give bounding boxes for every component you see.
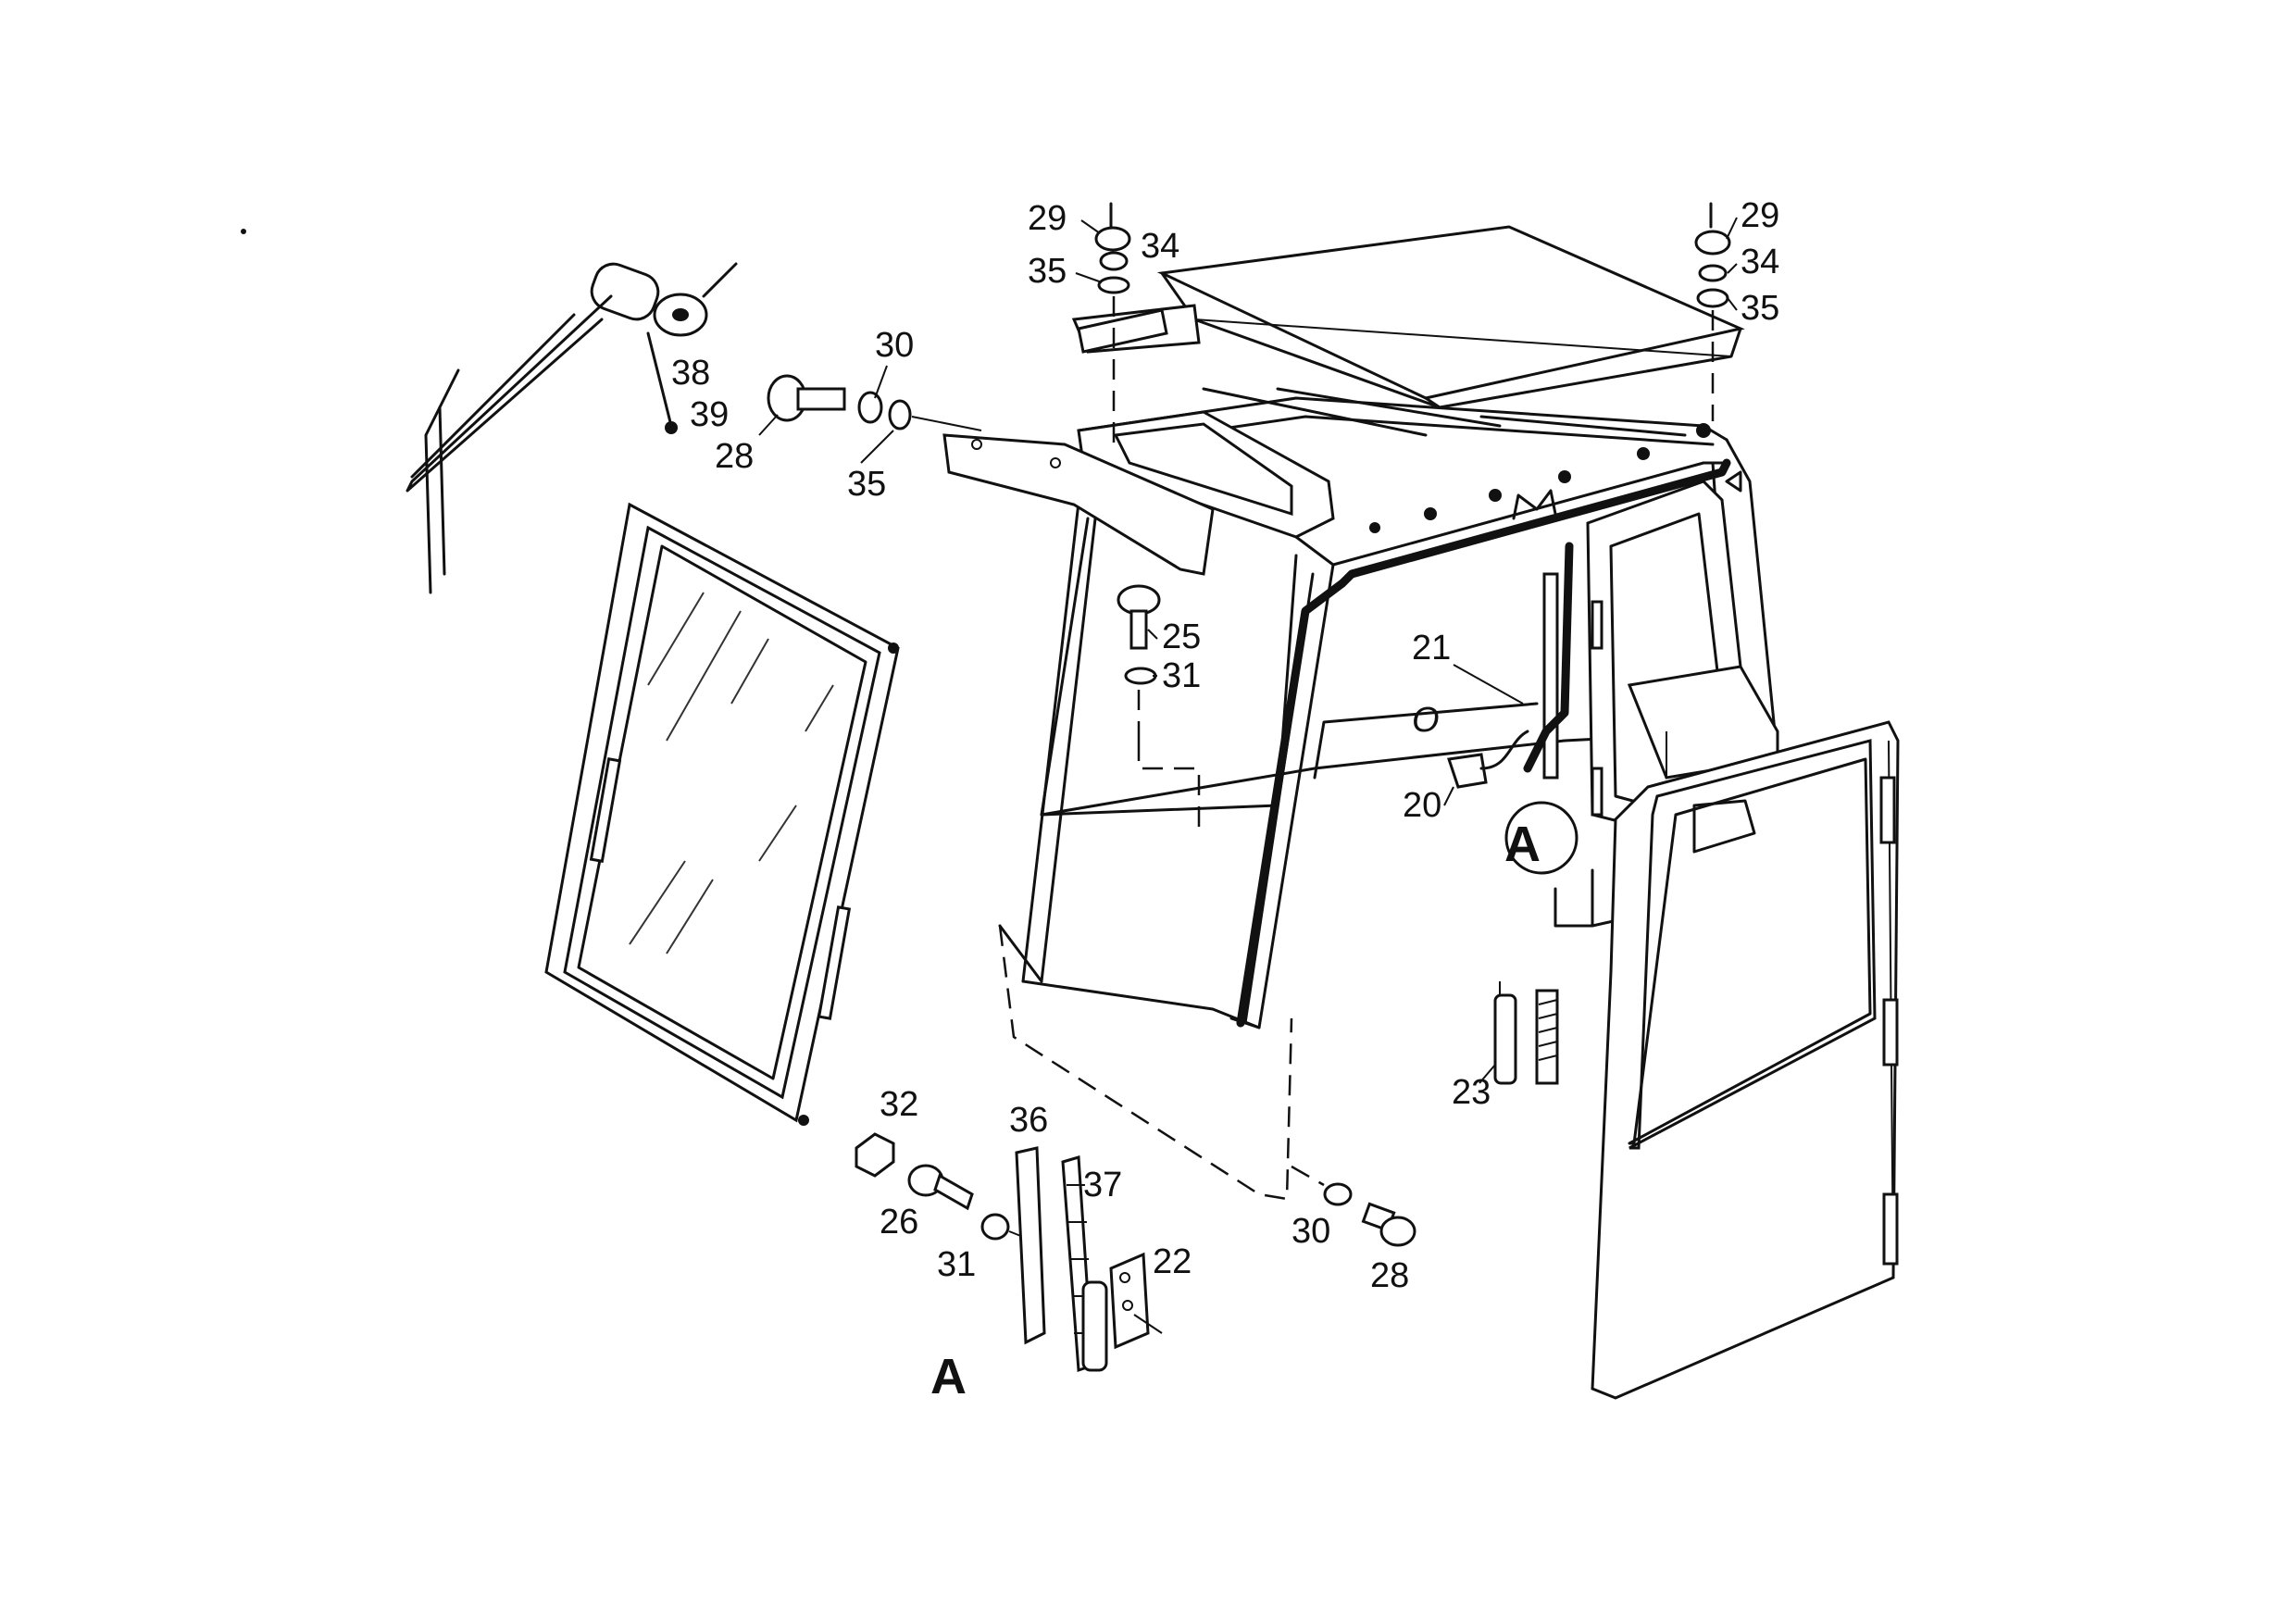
callout-28-lower: 28	[1370, 1256, 1409, 1295]
detail-circle-a: A	[1504, 801, 1578, 875]
callout-31-lower: 31	[937, 1245, 976, 1284]
callout-25: 25	[1162, 618, 1201, 656]
bolt-28-lower	[1291, 1165, 1416, 1247]
bolt-28-upper	[767, 374, 982, 431]
frame-mark: O	[1412, 701, 1440, 740]
detail-a-label: A	[930, 1349, 967, 1404]
callout-29-right: 29	[1741, 196, 1779, 235]
callout-23: 23	[1452, 1073, 1491, 1112]
callout-30-lower: 30	[1292, 1212, 1330, 1251]
callout-21: 21	[1412, 629, 1451, 668]
callout-20: 20	[1403, 786, 1441, 825]
hinge-pins-23	[1493, 981, 1559, 1085]
print-speck	[241, 229, 246, 234]
bolt-25	[1117, 584, 1161, 741]
roof-fastener-left	[1094, 202, 1131, 444]
cab-door	[1591, 720, 1900, 1400]
wiper-assembly	[406, 262, 738, 594]
callout-29-left: 29	[1028, 199, 1067, 238]
leader-lines	[758, 217, 1738, 1084]
callout-26: 26	[880, 1203, 918, 1241]
roof-fastener-right	[1694, 202, 1731, 421]
detail-a-parts	[855, 1132, 1163, 1373]
callout-22: 22	[1153, 1242, 1192, 1281]
callout-31-upper: 31	[1162, 656, 1201, 695]
callout-28-upper: 28	[715, 437, 754, 476]
callout-35-upper: 35	[847, 465, 886, 504]
rail-bolts	[1369, 423, 1711, 533]
callout-38: 38	[671, 354, 710, 393]
callout-36: 36	[1009, 1101, 1048, 1140]
callout-34-left: 34	[1141, 227, 1179, 266]
cab-frame	[942, 308, 1789, 1201]
callout-35-left: 35	[1028, 252, 1067, 291]
side-window	[544, 502, 900, 1126]
callout-32: 32	[880, 1085, 918, 1124]
callout-30-upper: 30	[875, 326, 914, 365]
detail-marker: A	[1504, 817, 1541, 872]
callout-37: 37	[1083, 1166, 1122, 1204]
callout-39: 39	[690, 395, 729, 434]
callout-labels: 29 34 35 29 34 35 30 38 39 28 35 25 31 2…	[671, 196, 1779, 1404]
callout-34-right: 34	[1741, 243, 1779, 281]
callout-35-right: 35	[1741, 289, 1779, 328]
